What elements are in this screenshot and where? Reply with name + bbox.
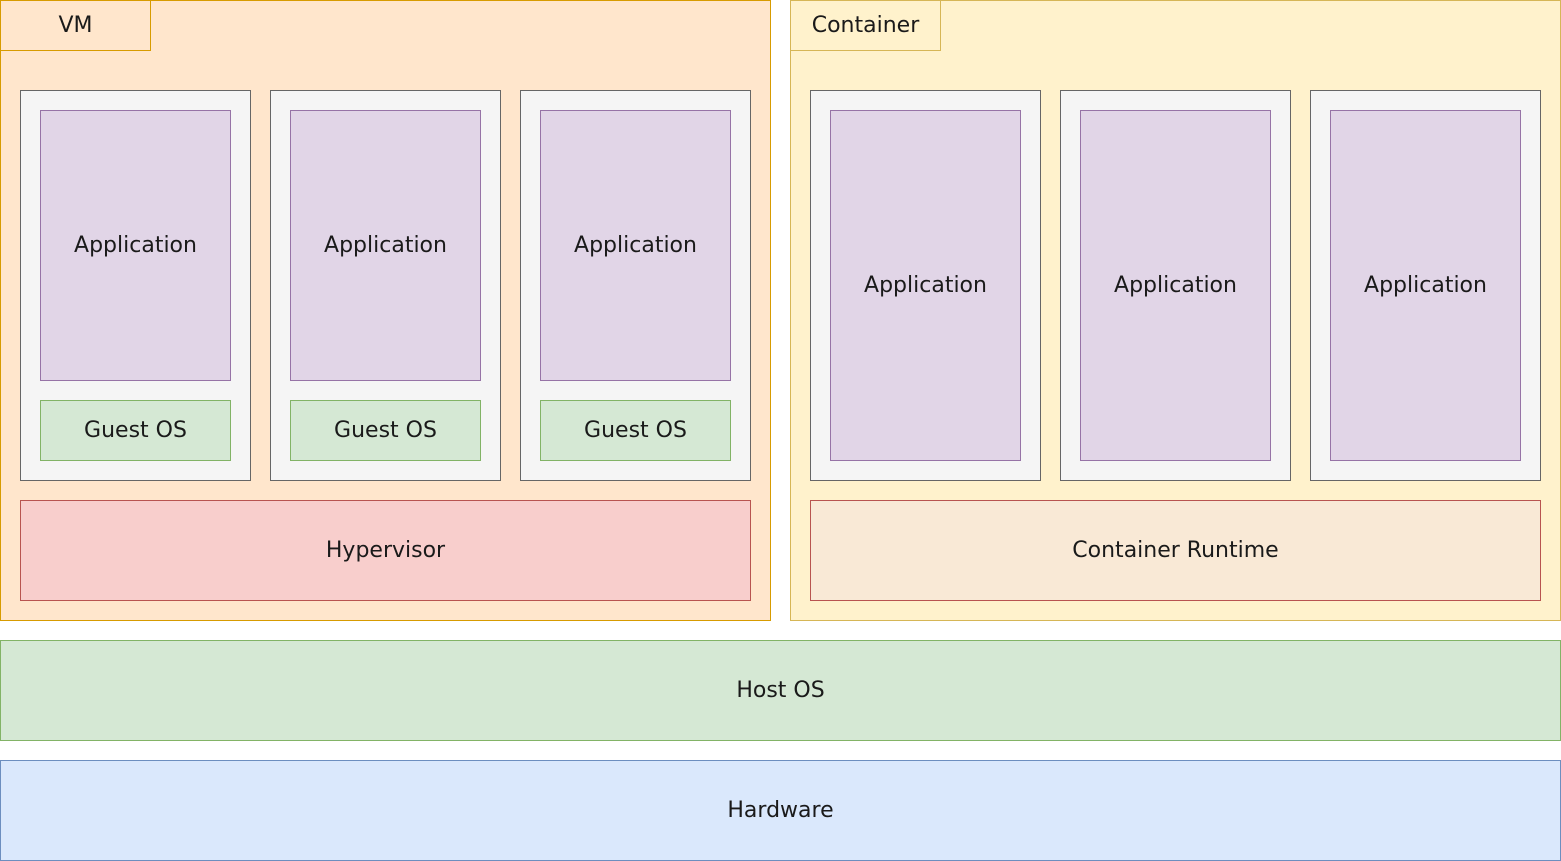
container-label: Container <box>790 0 941 51</box>
container-runtime-box: Container Runtime <box>810 500 1541 601</box>
container-application-3: Application <box>1330 110 1521 461</box>
container-application-2: Application <box>1080 110 1271 461</box>
hypervisor-box: Hypervisor <box>20 500 751 601</box>
vm-guest-os-1: Guest OS <box>40 400 231 461</box>
vm-guest-os-2: Guest OS <box>290 400 481 461</box>
container-application-1: Application <box>830 110 1021 461</box>
host-os-box: Host OS <box>0 640 1561 741</box>
vm-label: VM <box>0 0 151 51</box>
vm-application-1: Application <box>40 110 231 381</box>
vm-guest-os-3: Guest OS <box>540 400 731 461</box>
hardware-box: Hardware <box>0 760 1561 861</box>
vm-application-3: Application <box>540 110 731 381</box>
vm-application-2: Application <box>290 110 481 381</box>
